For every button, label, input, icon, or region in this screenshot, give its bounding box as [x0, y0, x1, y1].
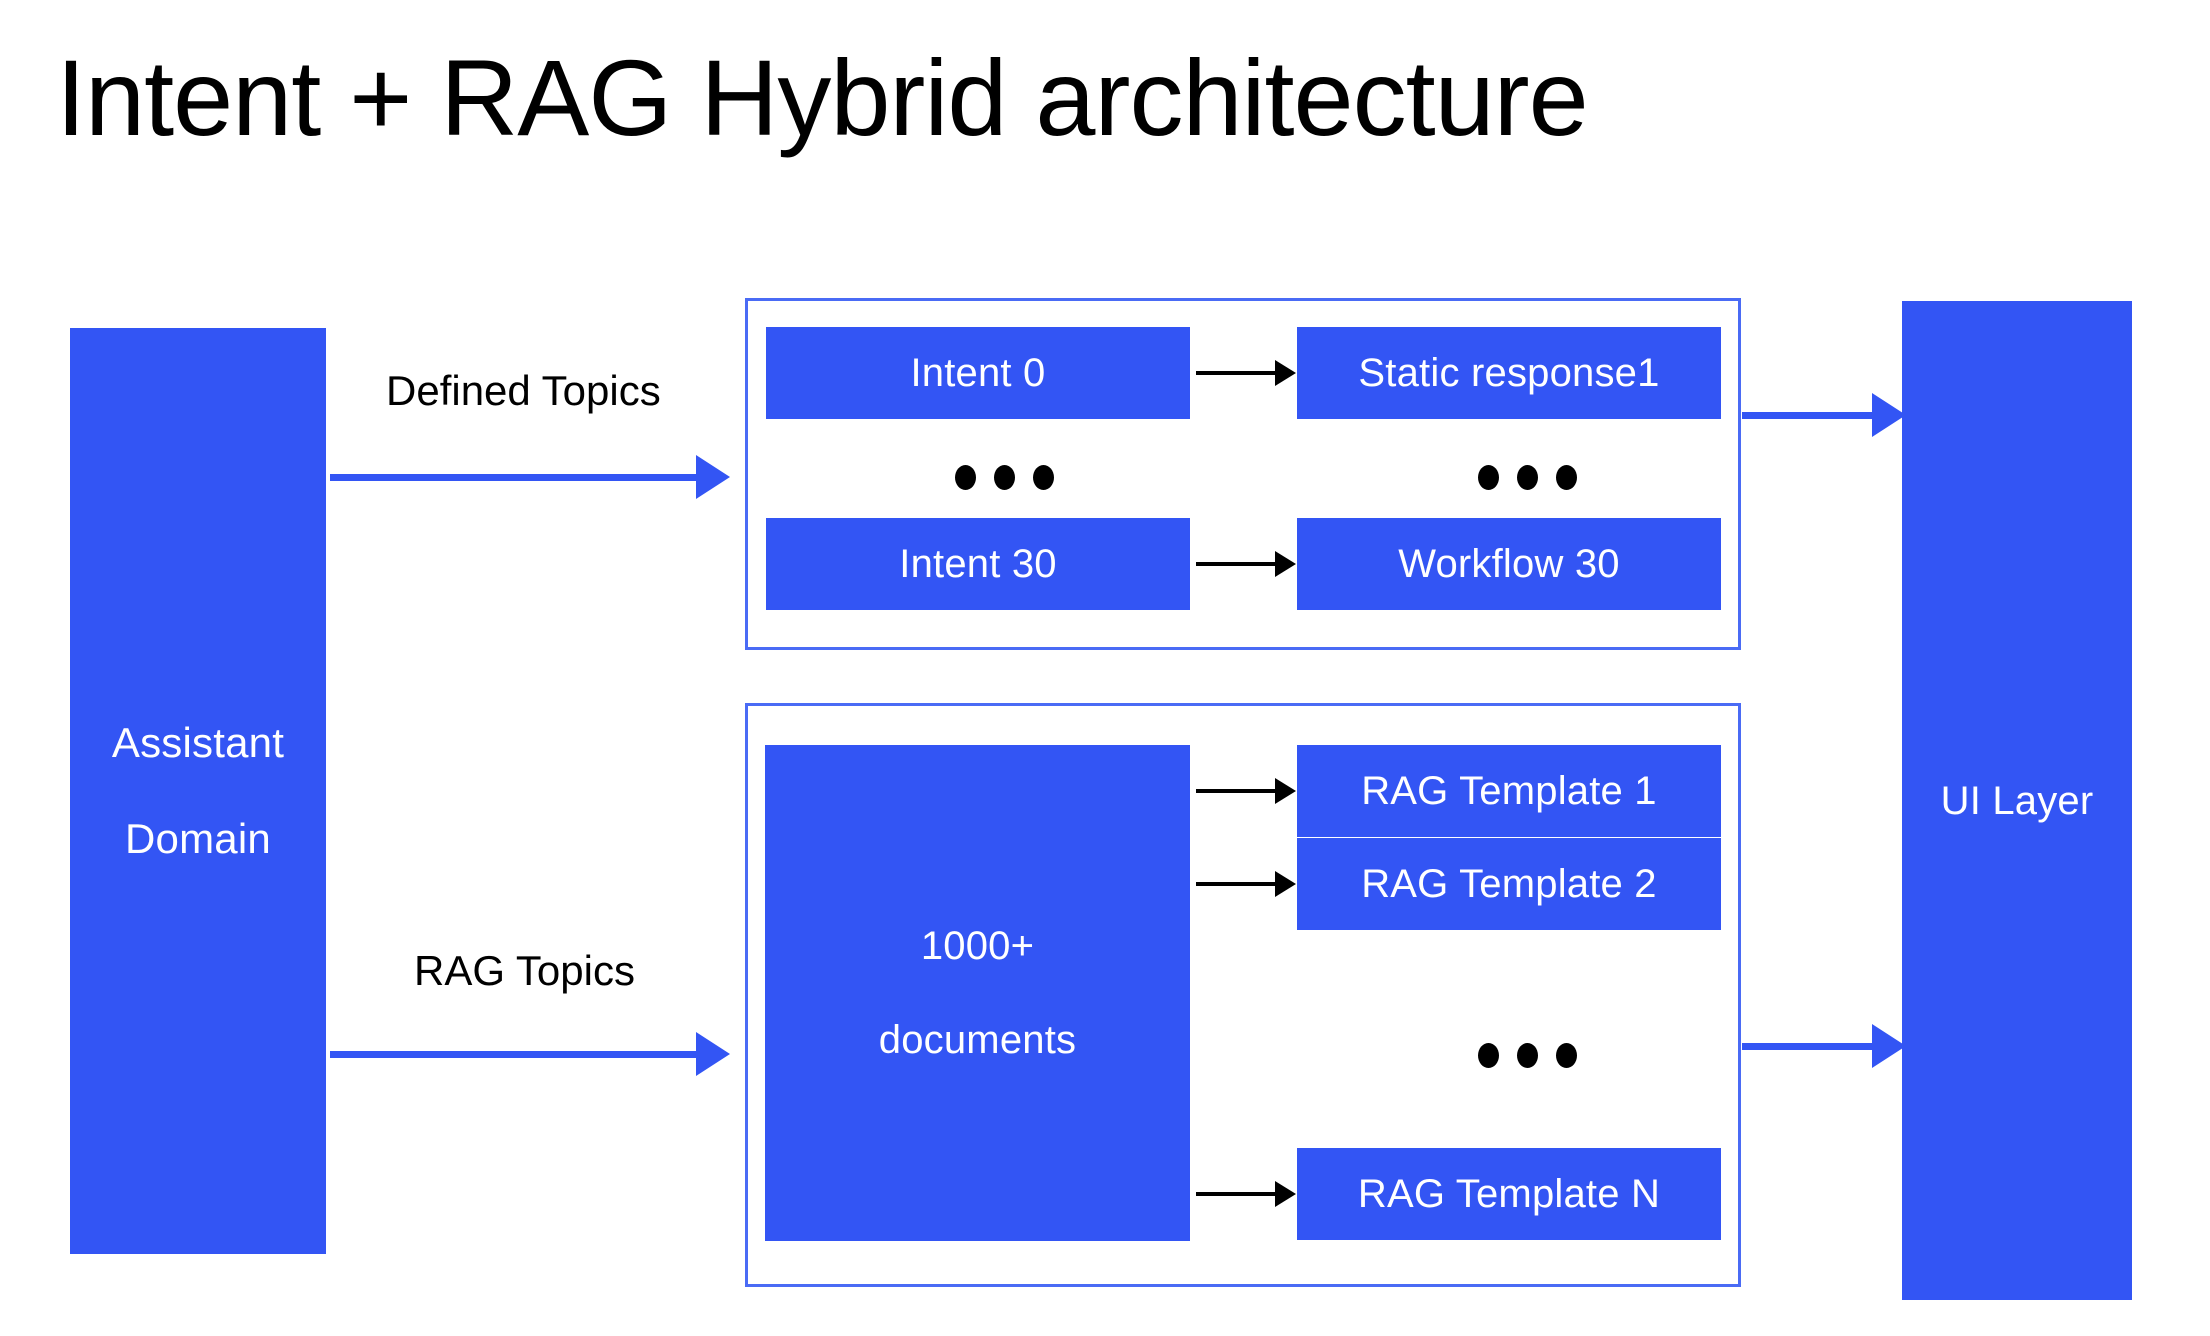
arrow-head-icon — [1275, 1181, 1296, 1207]
arrow-head-icon — [1872, 1024, 1906, 1068]
arrow-intent-group-to-ui-layer — [1742, 393, 1906, 437]
arrow-head-icon — [1275, 551, 1296, 577]
assistant-domain-line2: Domain — [125, 815, 271, 862]
arrow-head-icon — [1275, 360, 1296, 386]
arrow-defined-topics — [330, 455, 730, 499]
workflow-30-box[interactable]: Workflow 30 — [1297, 518, 1721, 610]
page-title: Intent + RAG Hybrid architecture — [56, 37, 1589, 158]
dot-icon — [1033, 465, 1054, 490]
dot-icon — [1478, 1043, 1499, 1068]
edge-label-defined-topics: Defined Topics — [386, 367, 661, 414]
arrow-shaft — [1196, 371, 1275, 375]
rag-template-2-box[interactable]: RAG Template 2 — [1297, 838, 1721, 930]
arrow-shaft — [1742, 1042, 1872, 1050]
arrow-shaft — [330, 1050, 696, 1058]
arrow-shaft — [1196, 562, 1275, 566]
arrow-shaft — [330, 473, 696, 481]
rag-template-n-box[interactable]: RAG Template N — [1297, 1148, 1721, 1240]
dot-icon — [1478, 465, 1499, 490]
ui-layer-label: UI Layer — [1940, 778, 2094, 823]
arrow-head-icon — [696, 455, 730, 499]
arrow-rag-group-to-ui-layer — [1742, 1024, 1906, 1068]
intent-column-ellipsis-icon — [955, 465, 1054, 490]
rag-template-1-box[interactable]: RAG Template 1 — [1297, 745, 1721, 837]
intent-0-label: Intent 0 — [910, 351, 1046, 395]
arrow-intent-0-to-static-response-1 — [1196, 360, 1296, 386]
documents-word-label: documents — [878, 1018, 1077, 1062]
arrow-head-icon — [1275, 871, 1296, 897]
documents-count-label: 1000+ — [920, 924, 1035, 968]
dot-icon — [994, 465, 1015, 490]
arrow-intent-30-to-workflow-30 — [1196, 551, 1296, 577]
arrow-documents-to-rag-template-2 — [1196, 871, 1296, 897]
documents-box[interactable]: 1000+ documents — [765, 745, 1190, 1241]
intent-30-label: Intent 30 — [899, 542, 1057, 586]
workflow-30-label: Workflow 30 — [1398, 542, 1620, 586]
arrow-head-icon — [1275, 778, 1296, 804]
arrow-shaft — [1196, 1192, 1275, 1196]
rag-template-2-label: RAG Template 2 — [1361, 862, 1657, 906]
arrow-documents-to-rag-template-1 — [1196, 778, 1296, 804]
dot-icon — [955, 465, 976, 490]
arrow-rag-topics — [330, 1032, 730, 1076]
static-response-1-label: Static response1 — [1358, 351, 1660, 395]
rag-template-n-label: RAG Template N — [1357, 1172, 1661, 1216]
rag-template-ellipsis-icon — [1478, 1043, 1577, 1068]
static-response-1-box[interactable]: Static response1 — [1297, 327, 1721, 419]
arrow-head-icon — [696, 1032, 730, 1076]
rag-template-1-label: RAG Template 1 — [1361, 769, 1657, 813]
arrow-documents-to-rag-template-n — [1196, 1181, 1296, 1207]
ui-layer-box[interactable]: UI Layer — [1902, 301, 2132, 1300]
arrow-shaft — [1742, 411, 1872, 419]
response-column-ellipsis-icon — [1478, 465, 1577, 490]
intent-0-box[interactable]: Intent 0 — [766, 327, 1190, 419]
arrow-shaft — [1196, 882, 1275, 886]
dot-icon — [1556, 1043, 1577, 1068]
intent-30-box[interactable]: Intent 30 — [766, 518, 1190, 610]
arrow-head-icon — [1872, 393, 1906, 437]
assistant-domain-line1: Assistant — [111, 719, 285, 766]
arrow-shaft — [1196, 789, 1275, 793]
dot-icon — [1517, 1043, 1538, 1068]
dot-icon — [1556, 465, 1577, 490]
edge-label-rag-topics: RAG Topics — [414, 947, 635, 994]
dot-icon — [1517, 465, 1538, 490]
assistant-domain-box[interactable]: Assistant Domain — [70, 328, 326, 1254]
